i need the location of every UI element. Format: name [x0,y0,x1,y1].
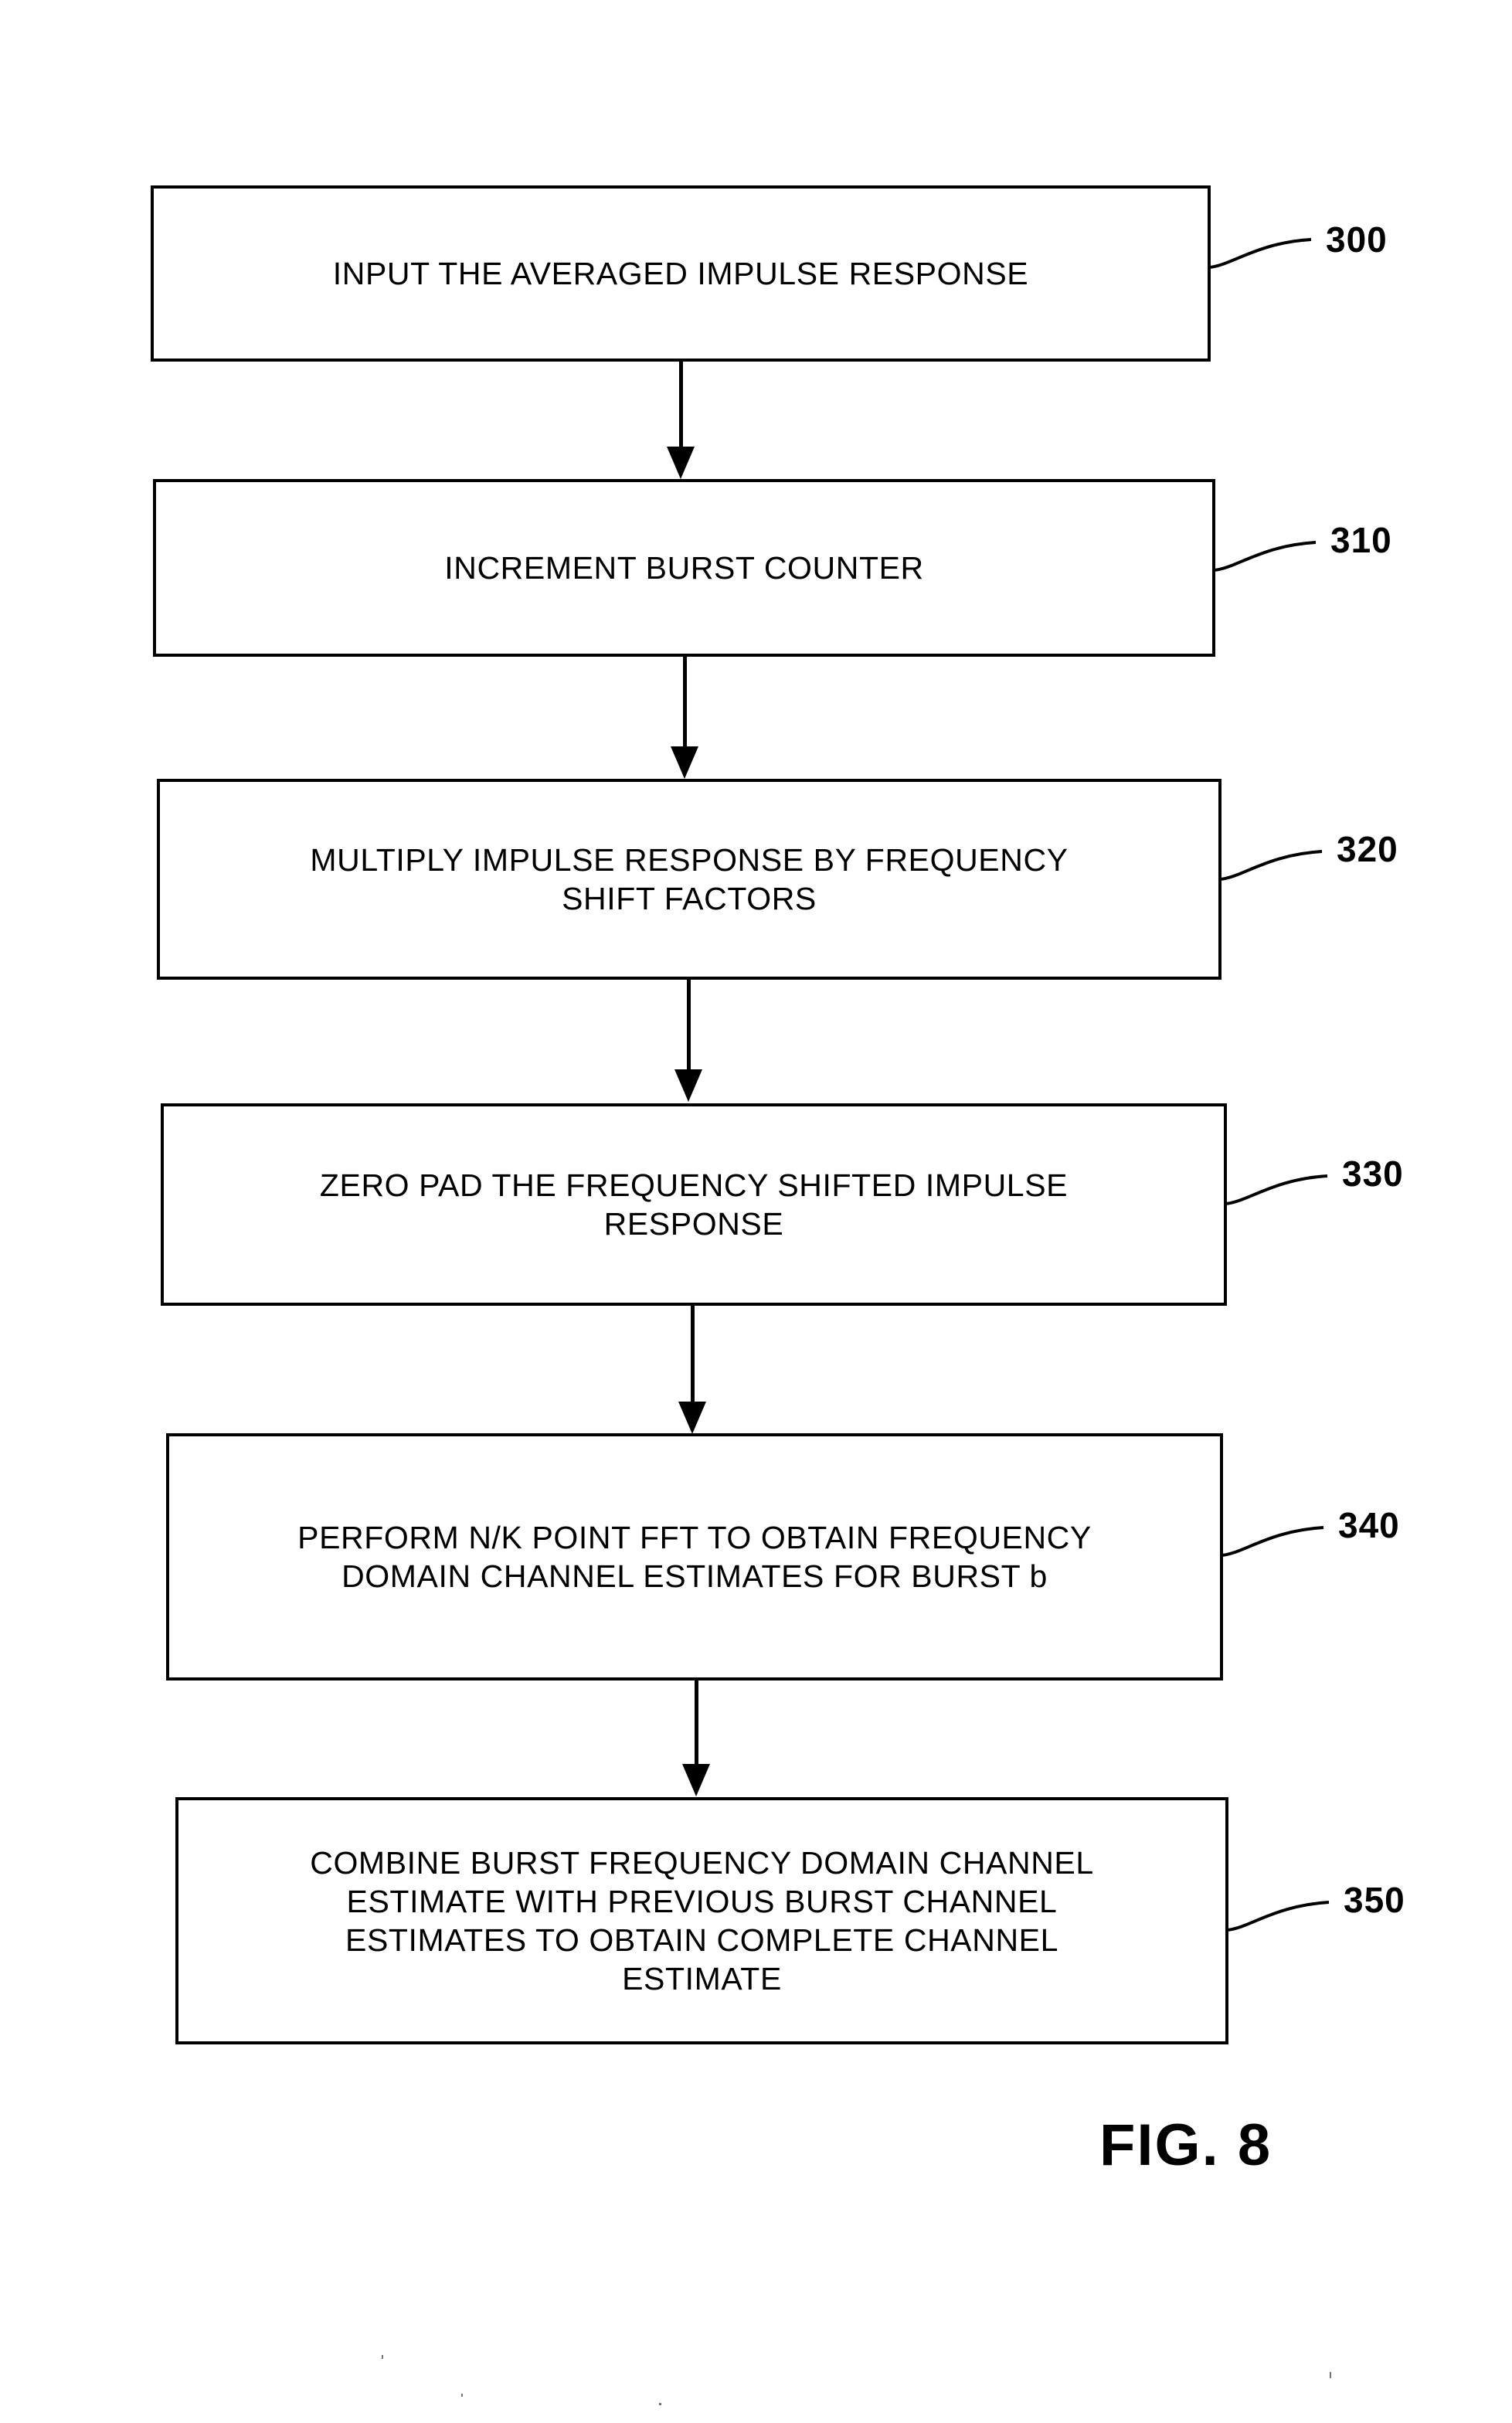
step-label-330: ZERO PAD THE FREQUENCY SHIFTED IMPULSE R… [319,1167,1069,1242]
leader-line-320 [1218,834,1327,881]
connector-320-330 [674,980,702,1103]
reference-numeral-350: 350 [1344,1880,1405,1920]
step-label-340: PERFORM N/K POINT FFT TO OBTAIN FREQUENC… [297,1519,1092,1594]
reference-numeral-310: 310 [1330,520,1392,560]
reference-numeral-340: 340 [1338,1505,1400,1545]
reference-numeral-330: 330 [1342,1154,1404,1194]
step-multiply-by-frequency-shift-factors[interactable]: MULTIPLY IMPULSE RESPONSE BY FREQUENCY S… [157,779,1221,980]
reference-numeral-320: 320 [1337,829,1398,869]
connector-340-350 [682,1680,710,1798]
leader-line-350 [1225,1885,1334,1932]
leader-line-300 [1208,223,1316,269]
step-increment-burst-counter[interactable]: INCREMENT BURST COUNTER [153,479,1215,657]
step-input-averaged-impulse-response[interactable]: INPUT THE AVERAGED IMPULSE RESPONSE [151,185,1211,362]
step-label-320: MULTIPLY IMPULSE RESPONSE BY FREQUENCY S… [310,841,1069,916]
scan-speckle [382,2355,383,2359]
scan-speckle [659,2403,661,2405]
leader-line-330 [1224,1159,1332,1205]
leader-line-340 [1220,1511,1328,1557]
connector-300-310 [667,362,695,479]
step-zero-pad-impulse-response[interactable]: ZERO PAD THE FREQUENCY SHIFTED IMPULSE R… [161,1103,1227,1306]
step-combine-channel-estimates[interactable]: COMBINE BURST FREQUENCY DOMAIN CHANNEL E… [175,1797,1228,2044]
figure-caption: FIG. 8 [1099,2112,1272,2178]
leader-line-310 [1212,525,1320,572]
step-perform-fft[interactable]: PERFORM N/K POINT FFT TO OBTAIN FREQUENC… [166,1433,1223,1680]
step-label-310: INCREMENT BURST COUNTER [444,549,924,586]
scan-speckle [1330,2372,1331,2378]
scan-speckle [461,2394,463,2397]
step-label-300: INPUT THE AVERAGED IMPULSE RESPONSE [332,255,1029,291]
step-label-350: COMBINE BURST FREQUENCY DOMAIN CHANNEL E… [310,1844,1094,1997]
connector-310-320 [671,657,698,780]
reference-numeral-300: 300 [1326,219,1388,260]
connector-330-340 [678,1306,706,1436]
